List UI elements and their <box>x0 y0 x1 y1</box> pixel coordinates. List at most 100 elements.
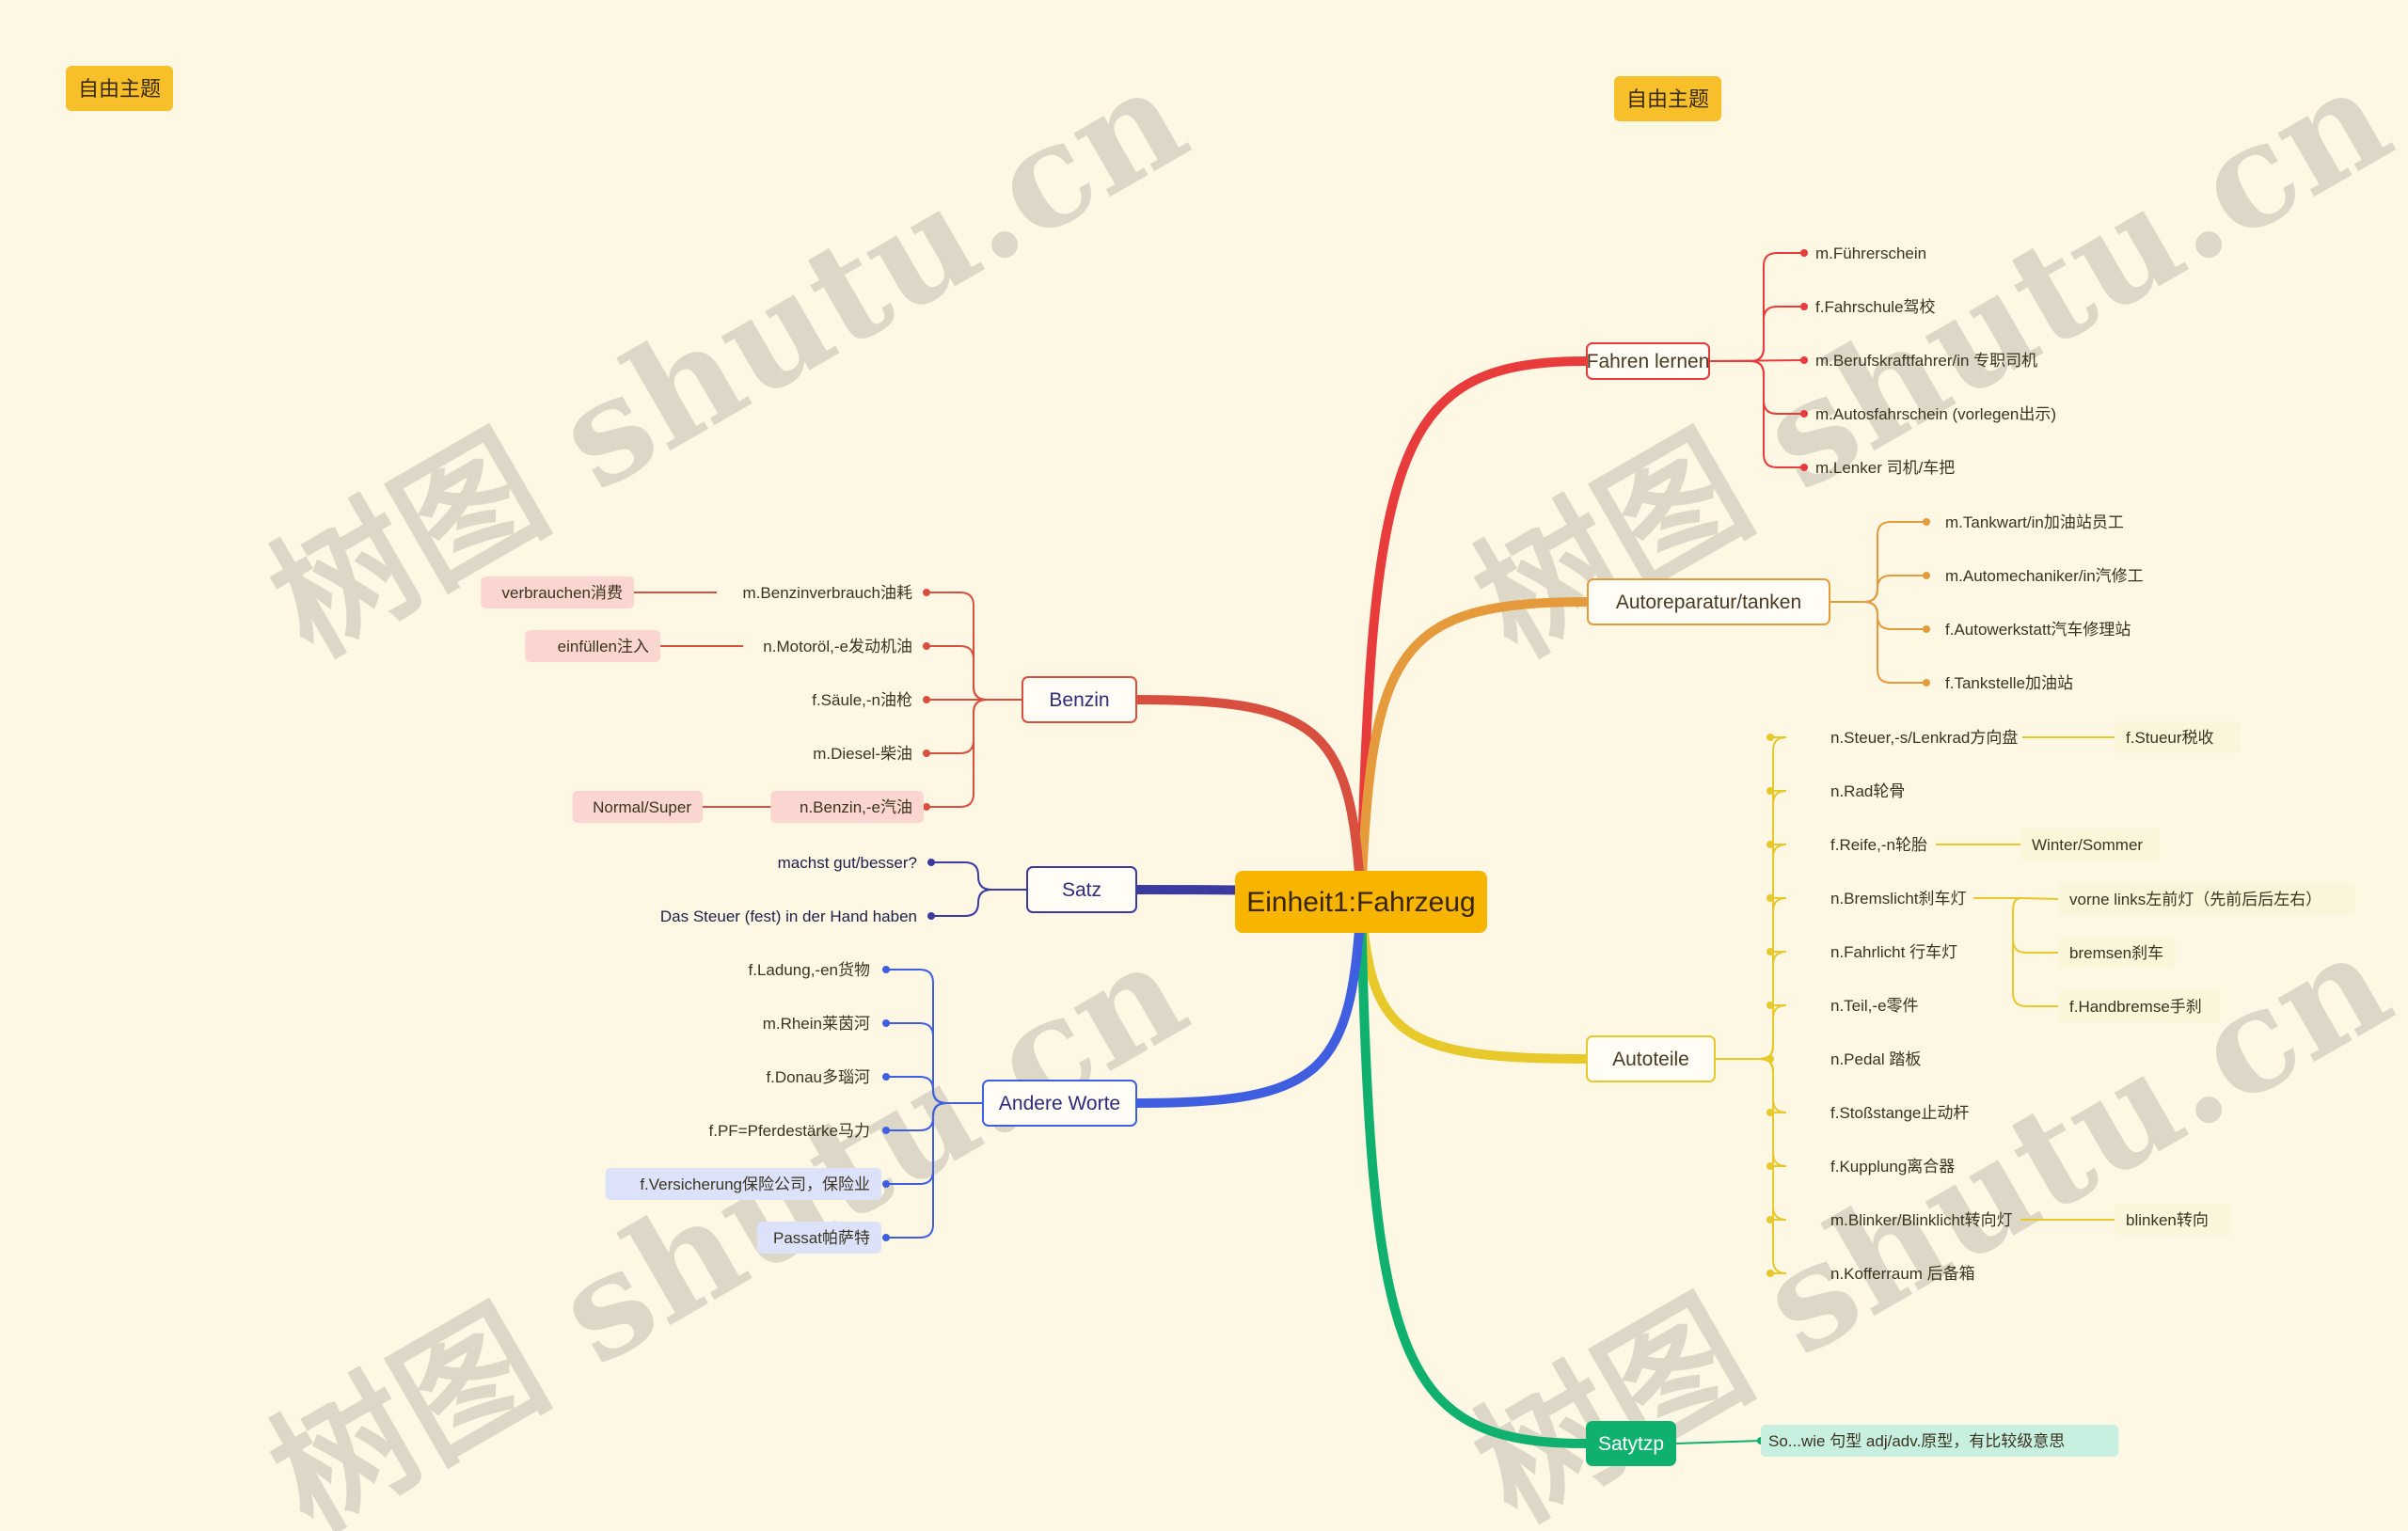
child-node-f-ladung-en[interactable]: f.Ladung,-en货物 <box>749 961 870 979</box>
child-node-m-benzinverbrauch[interactable]: m.Benzinverbrauch油耗 <box>743 584 912 602</box>
grandchild-node-normal-super[interactable]: Normal/Super <box>572 791 703 823</box>
child-node-n-steuer-s-lenkrad[interactable]: n.Steuer,-s/Lenkrad方向盘 <box>1830 729 2018 747</box>
child-connector-dot <box>1800 410 1808 418</box>
branch-connector-benzin <box>1132 695 1366 907</box>
child-node-label: n.Pedal 踏板 <box>1830 1050 1921 1068</box>
grandchild-node-f-stueur[interactable]: f.Stueur税收 <box>2115 721 2242 753</box>
child-node-f-s-ule-n[interactable]: f.Säule,-n油枪 <box>812 691 912 709</box>
grandchild-node-f-handbremse[interactable]: f.Handbremse手刹 <box>2058 990 2221 1022</box>
child-node-passat[interactable]: Passat帕萨特 <box>756 1222 881 1254</box>
child-connector-dot <box>1766 1002 1774 1009</box>
branch-node-label: Andere Worte <box>999 1093 1120 1114</box>
child-node-m-f-hrerschein[interactable]: m.Führerschein <box>1815 245 1926 262</box>
child-node-label: f.Versicherung保险公司，保险业 <box>640 1176 870 1193</box>
grandchild-connector <box>2012 897 2060 1007</box>
child-connector-dot <box>882 1127 890 1134</box>
branch-node-box <box>1587 578 1830 625</box>
free-topic[interactable]: 自由主题 <box>66 66 173 111</box>
child-node-box <box>756 1222 881 1254</box>
child-node-label: m.Diesel-柴油 <box>813 745 912 763</box>
child-node-m-automechaniker-in[interactable]: m.Automechaniker/in汽修工 <box>1945 567 2144 585</box>
child-connector-dot <box>882 1180 890 1188</box>
branch-node-andere[interactable]: Andere Worte <box>982 1080 1137 1127</box>
branch-node-label: Satz <box>1062 879 1101 901</box>
child-node-n-motor-l-e[interactable]: n.Motoröl,-e发动机油 <box>763 638 912 655</box>
child-node-f-sto-stange[interactable]: f.Stoßstange止动杆 <box>1830 1104 1969 1122</box>
branch-node-satz[interactable]: Satz <box>1026 866 1137 913</box>
child-node-label: m.Automechaniker/in汽修工 <box>1945 567 2144 585</box>
child-node-m-blinker-blinklicht[interactable]: m.Blinker/Blinklicht转向灯 <box>1830 1211 2013 1229</box>
child-node-m-autosfahrschein-vorlegen[interactable]: m.Autosfahrschein (vorlegen出示) <box>1815 405 2056 423</box>
child-node-n-rad[interactable]: n.Rad轮骨 <box>1830 782 1905 800</box>
child-node-m-rhein[interactable]: m.Rhein莱茵河 <box>763 1015 870 1033</box>
child-node-f-fahrschule[interactable]: f.Fahrschule驾校 <box>1815 298 1936 316</box>
child-node-m-berufskraftfahrer-in[interactable]: m.Berufskraftfahrer/in 专职司机 <box>1815 352 2037 370</box>
child-connector <box>1674 1440 1762 1444</box>
child-node-f-reife-n[interactable]: f.Reife,-n轮胎 <box>1830 836 1927 854</box>
branch-node-box <box>1026 866 1137 913</box>
child-node-box <box>1761 1425 2119 1457</box>
child-node-n-pedal[interactable]: n.Pedal 踏板 <box>1830 1050 1921 1068</box>
grandchild-node-box <box>572 791 703 823</box>
branch-connector-fahren-lernen <box>1356 356 1592 907</box>
child-node-f-kupplung[interactable]: f.Kupplung离合器 <box>1830 1158 1955 1176</box>
child-node-m-tankwart-in[interactable]: m.Tankwart/in加油站员工 <box>1945 513 2124 531</box>
child-connector-dot <box>1800 356 1808 364</box>
child-node-label: m.Autosfahrschein (vorlegen出示) <box>1815 405 2056 423</box>
child-node-n-fahrlicht[interactable]: n.Fahrlicht 行车灯 <box>1830 943 1957 961</box>
branch-node-label: Satytzp <box>1598 1433 1664 1455</box>
child-node-n-benzin-e[interactable]: n.Benzin,-e汽油 <box>770 791 924 823</box>
child-node-label: m.Benzinverbrauch油耗 <box>743 584 912 602</box>
grandchild-node-box <box>2115 1204 2232 1236</box>
central-topic[interactable]: Einheit1:Fahrzeug <box>1235 871 1487 933</box>
child-connector <box>931 861 1027 891</box>
child-node-f-versicherung[interactable]: f.Versicherung保险公司，保险业 <box>605 1168 881 1200</box>
grandchild-node-bremsen[interactable]: bremsen刹车 <box>2058 937 2176 969</box>
branch-node-label: Fahren lernen <box>1587 351 1710 372</box>
branch-node-label: Benzin <box>1049 689 1109 711</box>
branch-node-satytzp[interactable]: Satytzp <box>1586 1421 1676 1466</box>
child-node-so-wie-adj-adv[interactable]: So...wie 句型 adj/adv.原型，有比较级意思 <box>1761 1425 2119 1457</box>
node-layer: 自由主题 自由主题 Fahren lernen m.Führerschein f.Fah… <box>66 66 2355 1466</box>
child-connector <box>1715 1058 1787 1274</box>
child-node-f-pf-pferdest-rke[interactable]: f.PF=Pferdestärke马力 <box>709 1122 870 1140</box>
grandchild-node-label: einfüllen注入 <box>558 638 649 655</box>
child-connector-dot <box>1766 841 1774 848</box>
child-node-m-diesel[interactable]: m.Diesel-柴油 <box>813 745 912 763</box>
child-connector-dot <box>1923 572 1930 579</box>
grandchild-node-winter-sommer[interactable]: Winter/Sommer <box>2020 829 2160 860</box>
child-node-f-autowerkstatt[interactable]: f.Autowerkstatt汽车修理站 <box>1945 621 2131 639</box>
grandchild-node-vorne-links[interactable]: vorne links左前灯（先前后后左右） <box>2058 883 2355 915</box>
grandchild-node-verbrauchen[interactable]: verbrauchen消费 <box>481 576 634 608</box>
child-connector-dot <box>1923 679 1930 687</box>
child-connector-dot <box>927 912 935 920</box>
child-connector <box>886 1102 983 1239</box>
child-connector-dot <box>923 803 930 811</box>
child-node-das-steuer-fest-in-der-hand-haben[interactable]: Das Steuer (fest) in der Hand haben <box>660 908 917 925</box>
child-node-n-teil-e[interactable]: n.Teil,-e零件 <box>1830 997 1919 1015</box>
child-connector-dot <box>1766 734 1774 741</box>
child-node-m-lenker[interactable]: m.Lenker 司机/车把 <box>1815 459 1955 477</box>
child-node-label: m.Berufskraftfahrer/in 专职司机 <box>1815 352 2037 370</box>
child-connector <box>931 889 1027 917</box>
branch-node-fahren-lernen[interactable]: Fahren lernen <box>1586 342 1710 380</box>
child-connector-dot <box>1766 787 1774 795</box>
grandchild-connector <box>2020 897 2061 900</box>
branch-node-autoteile[interactable]: Autoteile <box>1586 1035 1716 1082</box>
child-node-n-bremslicht[interactable]: n.Bremslicht刹车灯 <box>1830 890 1967 908</box>
free-topic[interactable]: 自由主题 <box>1614 76 1721 121</box>
child-node-f-tankstelle[interactable]: f.Tankstelle加油站 <box>1945 674 2073 692</box>
child-connector-dot <box>1766 948 1774 955</box>
branch-node-benzin[interactable]: Benzin <box>1022 676 1137 723</box>
child-node-f-donau[interactable]: f.Donau多瑙河 <box>766 1068 870 1086</box>
child-node-n-kofferraum[interactable]: n.Kofferraum 后备箱 <box>1830 1265 1975 1283</box>
grandchild-node-einf-llen[interactable]: einfüllen注入 <box>525 630 660 662</box>
child-connector <box>1830 601 1926 684</box>
grandchild-node-blinken[interactable]: blinken转向 <box>2115 1204 2232 1236</box>
child-node-label: machst gut/besser? <box>778 854 917 872</box>
branch-node-autoreparatur[interactable]: Autoreparatur/tanken <box>1587 578 1830 625</box>
branch-node-box <box>1586 1421 1676 1466</box>
child-node-machst-gut-besser[interactable]: machst gut/besser? <box>778 854 917 872</box>
child-connector <box>1830 575 1926 603</box>
